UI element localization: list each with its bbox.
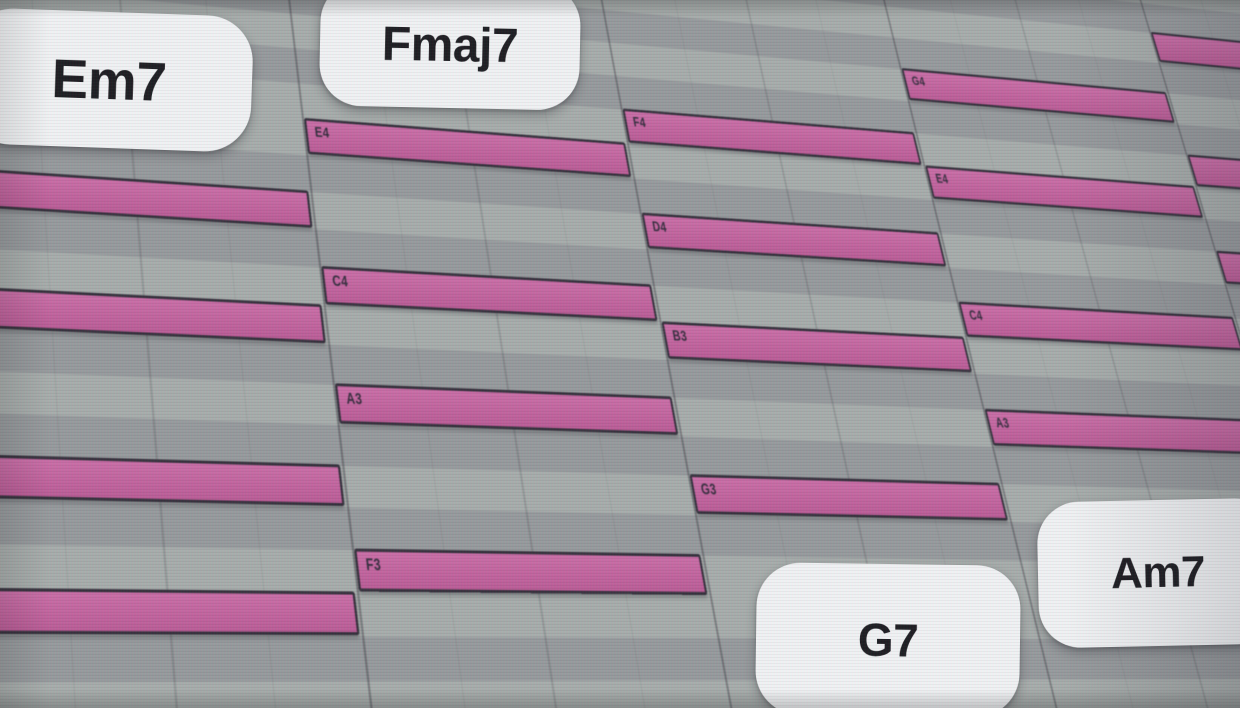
chord-badge-label: Fmaj7 — [381, 17, 519, 73]
chord-badge-fmaj7[interactable]: Fmaj7 — [318, 0, 582, 111]
chord-badge-label: Am7 — [1110, 547, 1206, 598]
chord-badge-em7[interactable]: Em7 — [0, 7, 255, 153]
chord-badge-g7[interactable]: G7 — [754, 562, 1022, 708]
chord-badge-label: Em7 — [50, 47, 168, 113]
chord-badge-am7[interactable]: Am7 — [1036, 497, 1240, 649]
chord-badge-label: G7 — [857, 613, 919, 667]
